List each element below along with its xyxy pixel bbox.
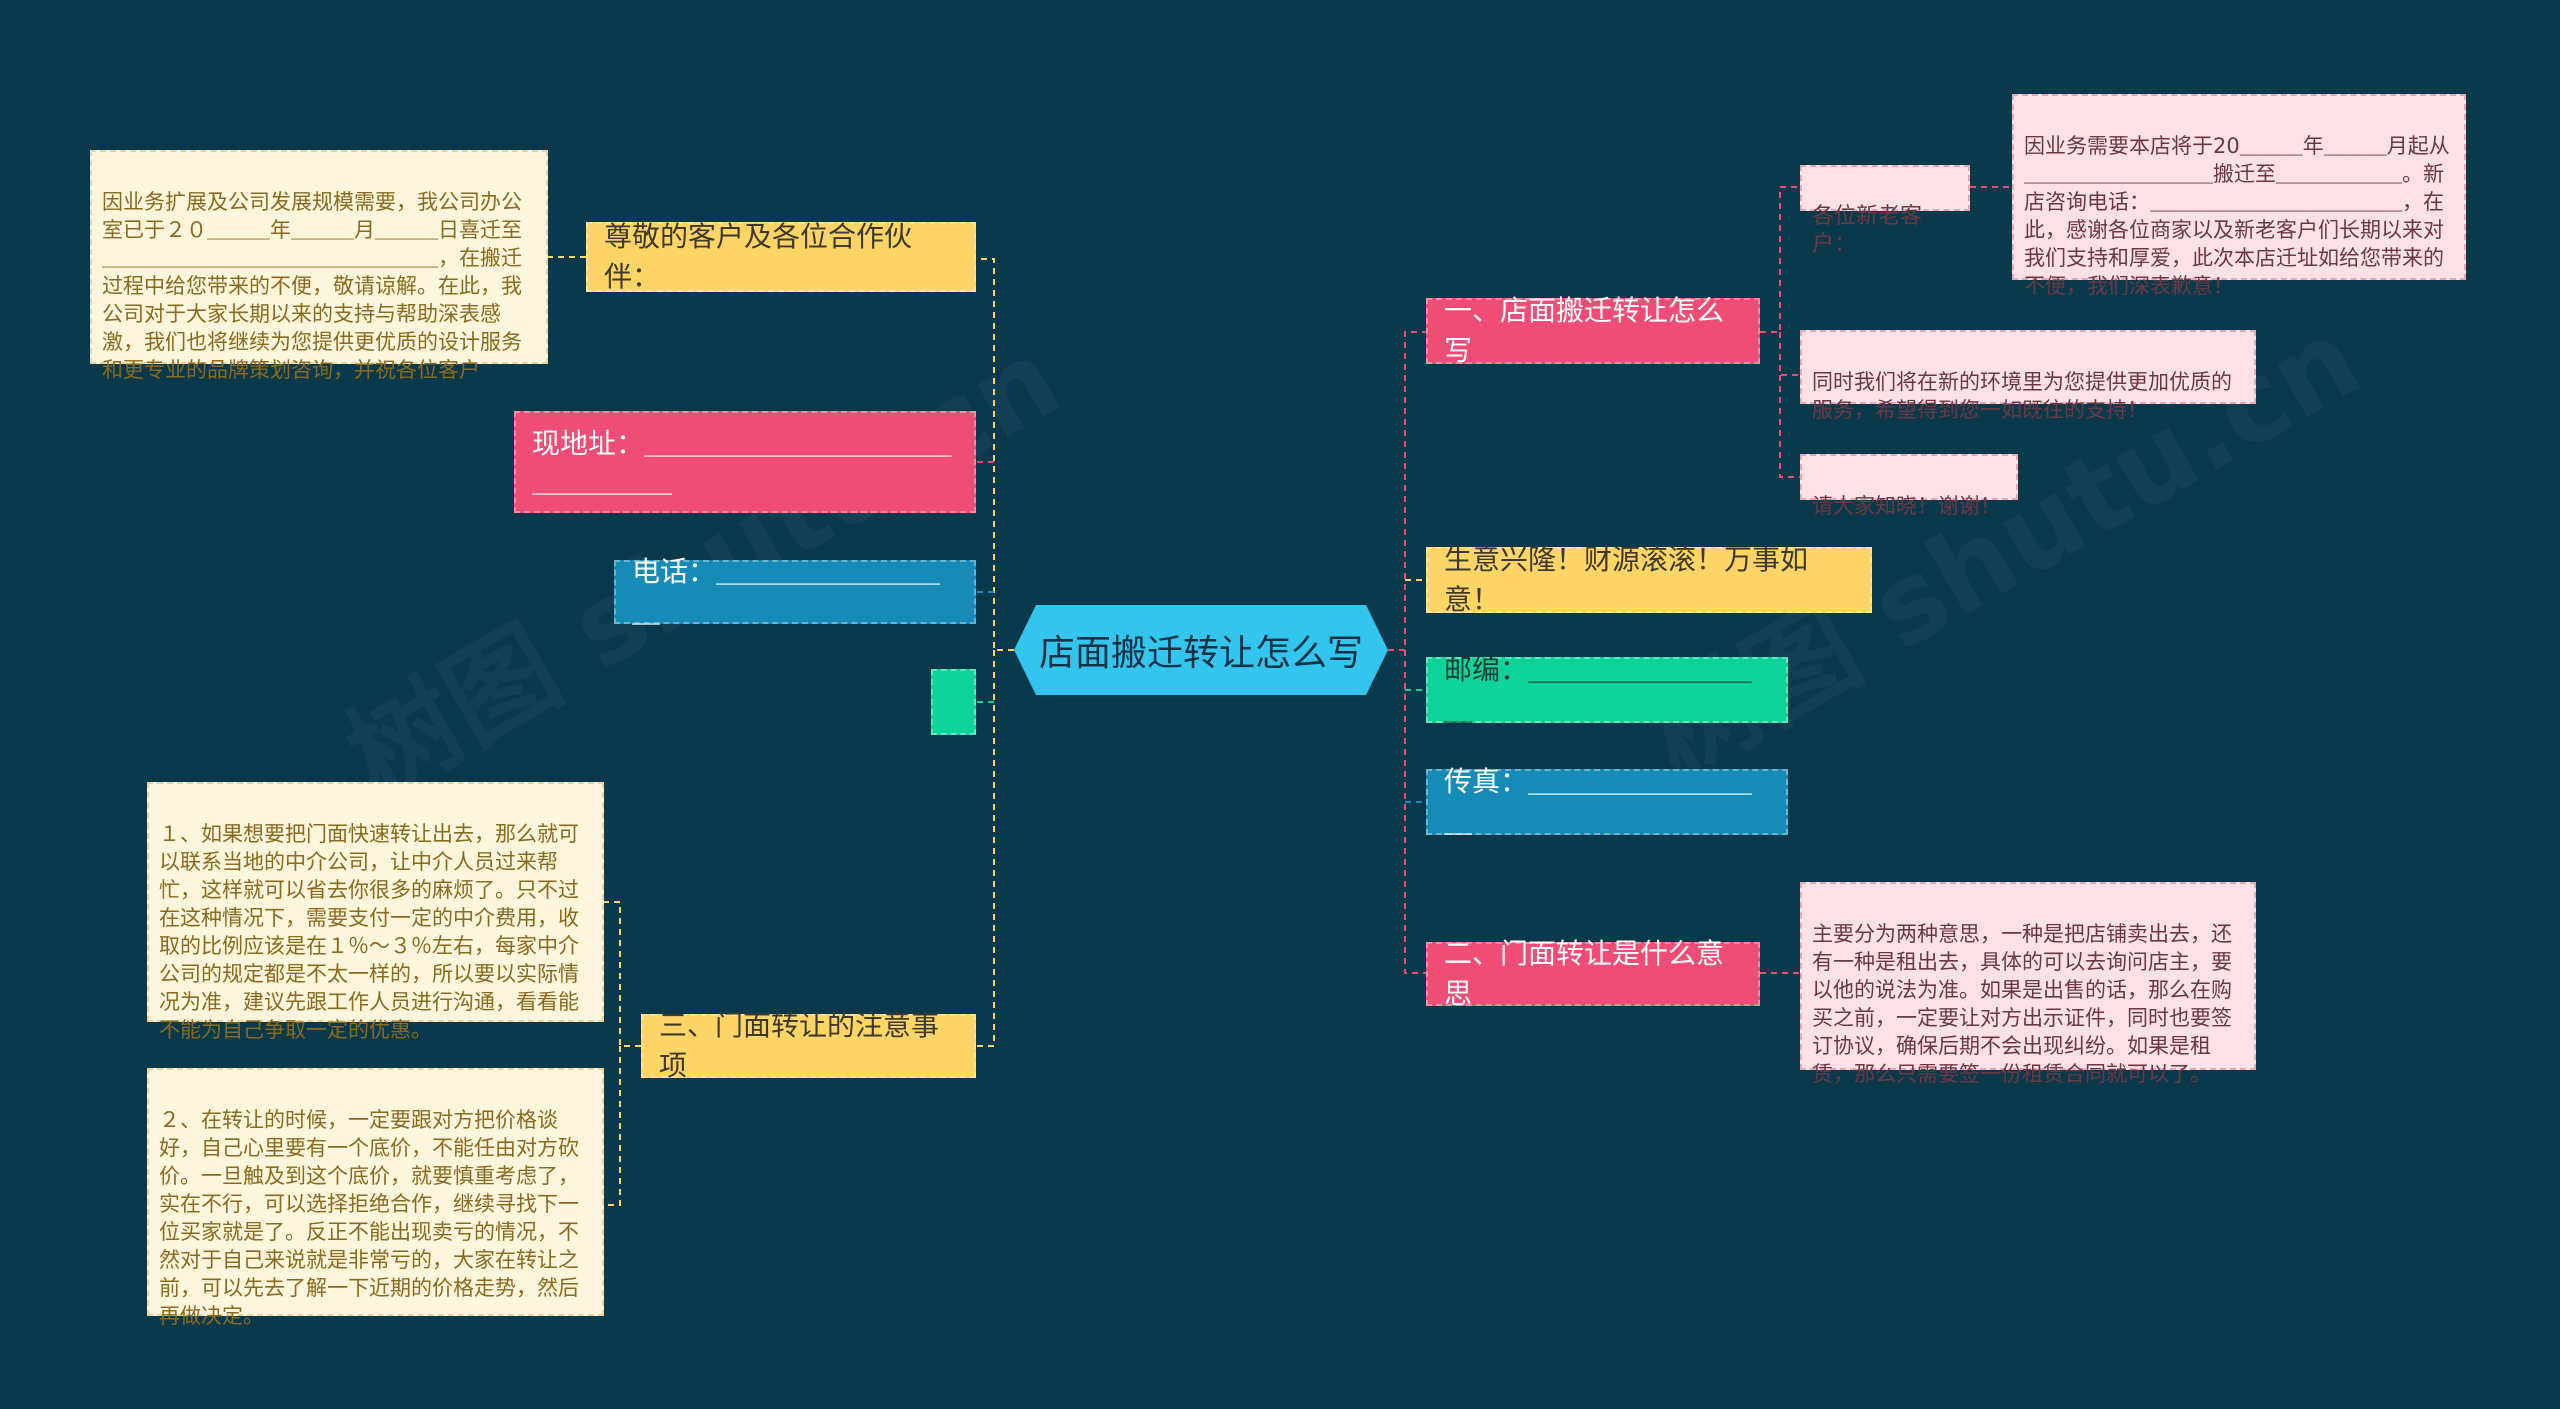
thanks-note-text: 请大家知晓！谢谢！ <box>1812 494 2001 518</box>
transfer-meaning-text: 主要分为两种意思，一种是把店铺卖出去，还有一种是租出去，具体的可以去询问店主，要… <box>1812 922 2232 1086</box>
topic-transfer-notes-label: 三、门面转让的注意事项 <box>659 1009 940 1082</box>
greeting-note[interactable]: 因业务扩展及公司发展规模需要，我公司办公室已于２０＿＿＿年＿＿＿月＿＿＿日喜迁至… <box>90 150 548 382</box>
topic-transfer-meaning[interactable]: 二、门面转让是什么意思 <box>1426 937 1760 1010</box>
topic-prosper[interactable]: 生意兴隆！财源滚滚！万事如意！ <box>1426 543 1872 616</box>
topic-transfer-notes[interactable]: 三、门面转让的注意事项 <box>641 1009 976 1082</box>
topic-fax-label: 传真：＿＿＿＿＿＿＿＿＿ <box>1444 765 1753 838</box>
topic-prosper-label: 生意兴隆！财源滚滚！万事如意！ <box>1444 543 1809 616</box>
topic-postcode[interactable]: 邮编：＿＿＿＿＿＿＿＿＿ <box>1426 653 1788 726</box>
notes-item-1[interactable]: １、如果想要把门面快速转让出去，那么就可以联系当地的中介公司，让中介人员过来帮忙… <box>147 782 604 1042</box>
central-topic-label: 店面搬迁转让怎么写 <box>1038 633 1363 674</box>
central-topic[interactable]: 店面搬迁转让怎么写 <box>1014 605 1388 695</box>
service-promise-note[interactable]: 同时我们将在新的环境里为您提供更加优质的服务，希望得到您一如既往的支持！ <box>1800 330 2256 422</box>
notes-item-2[interactable]: ２、在转让的时候，一定要跟对方把价格谈好，自己心里要有一个底价，不能任由对方砍价… <box>147 1068 604 1328</box>
service-promise-text: 同时我们将在新的环境里为您提供更加优质的服务，希望得到您一如既往的支持！ <box>1812 370 2232 422</box>
transfer-meaning-note[interactable]: 主要分为两种意思，一种是把店铺卖出去，还有一种是租出去，具体的可以去询问店主，要… <box>1800 882 2256 1086</box>
relocation-notice-text: 因业务需要本店将于20＿＿＿年＿＿＿月起从＿＿＿＿＿＿＿＿＿搬迁至＿＿＿＿＿＿。… <box>2024 134 2450 298</box>
topic-how-to-write[interactable]: 一、店面搬迁转让怎么写 <box>1426 294 1760 367</box>
notes-item-2-text: ２、在转让的时候，一定要跟对方把价格谈好，自己心里要有一个底价，不能任由对方砍价… <box>159 1108 579 1328</box>
topic-phone[interactable]: 电话：＿＿＿＿＿＿＿＿＿ <box>614 555 976 628</box>
topic-fax[interactable]: 传真：＿＿＿＿＿＿＿＿＿ <box>1426 765 1788 838</box>
relocation-notice-note[interactable]: 因业务需要本店将于20＿＿＿年＿＿＿月起从＿＿＿＿＿＿＿＿＿搬迁至＿＿＿＿＿＿。… <box>2012 94 2466 298</box>
topic-phone-label: 电话：＿＿＿＿＿＿＿＿＿ <box>632 555 941 628</box>
thanks-note[interactable]: 请大家知晓！谢谢！ <box>1800 454 2018 518</box>
topic-transfer-meaning-label: 二、门面转让是什么意思 <box>1444 937 1725 1010</box>
topic-address-label: 现地址：＿＿＿＿＿＿＿＿＿＿＿＿＿＿＿＿ <box>532 427 953 498</box>
notes-item-1-text: １、如果想要把门面快速转让出去，那么就可以联系当地的中介公司，让中介人员过来帮忙… <box>159 822 579 1042</box>
topic-greeting[interactable]: 尊敬的客户及各位合作伙伴： <box>586 220 976 293</box>
topic-postcode-label: 邮编：＿＿＿＿＿＿＿＿＿ <box>1444 653 1753 726</box>
topic-blank[interactable] <box>931 669 976 735</box>
topic-how-to-write-label: 一、店面搬迁转让怎么写 <box>1444 294 1725 367</box>
greeting-note-text: 因业务扩展及公司发展规模需要，我公司办公室已于２０＿＿＿年＿＿＿月＿＿＿日喜迁至… <box>102 190 522 382</box>
topic-greeting-label: 尊敬的客户及各位合作伙伴： <box>604 220 913 293</box>
customers-label-text: 各位新老客户： <box>1812 204 1923 257</box>
topic-address[interactable]: 现地址：＿＿＿＿＿＿＿＿＿＿＿＿＿＿＿＿ <box>514 411 976 513</box>
customers-label-box[interactable]: 各位新老客户： <box>1800 165 1970 257</box>
